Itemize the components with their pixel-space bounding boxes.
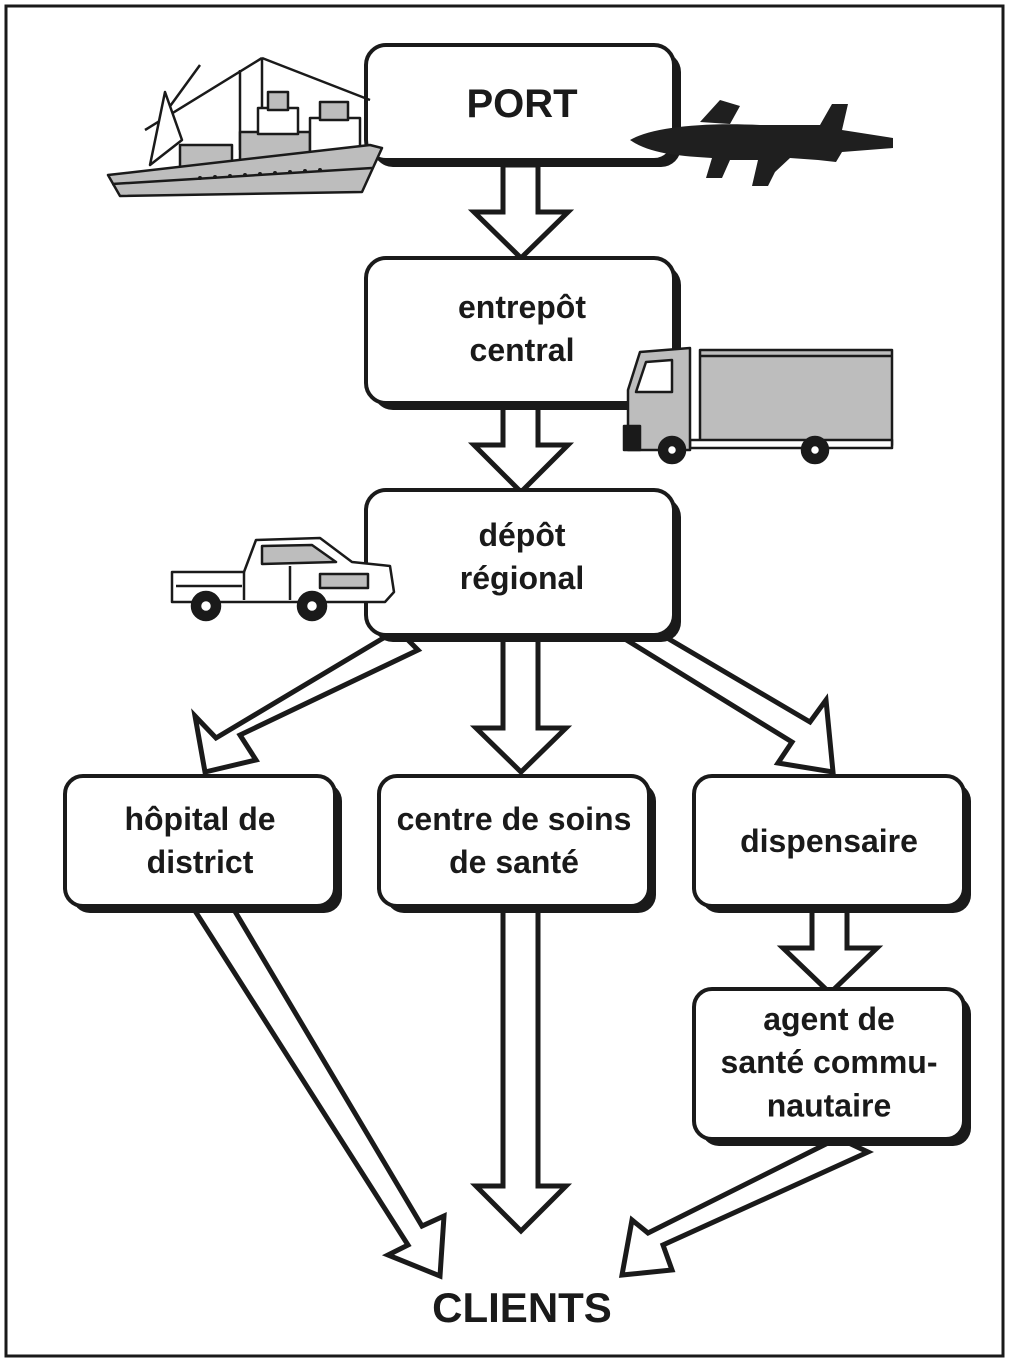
arrow-hospital-to-clients <box>185 900 447 1280</box>
node-label-regional-depot: dépôt régional <box>460 517 584 596</box>
node-label-clients: CLIENTS <box>432 1284 612 1331</box>
node-label-health-center-line: centre de soins <box>397 801 632 837</box>
arrows <box>185 162 884 1280</box>
node-label-community-health-worker-line: nautaire <box>767 1087 891 1123</box>
node-regional-depot: dépôt régional <box>364 488 681 642</box>
node-label-port-line: PORT <box>466 82 577 126</box>
arrow-health-center-to-clients <box>469 900 573 1235</box>
truck-icon <box>622 346 894 465</box>
arrow-agent-to-clients <box>618 1135 874 1278</box>
node-label-port: PORT <box>466 82 577 126</box>
node-label-community-health-worker-line: santé commu- <box>721 1044 938 1080</box>
node-label-clients-line: CLIENTS <box>432 1284 612 1331</box>
node-label-district-hospital: hôpital de district <box>124 801 275 880</box>
node-label-central-warehouse: entrepôt central <box>458 289 586 368</box>
node-label-community-health-worker: agent de santé commu-nautaire <box>721 1001 938 1123</box>
arrow-depot-to-hospital <box>191 626 423 776</box>
boxes: PORT entrepôt central dépôt régional hôpit… <box>63 43 971 1146</box>
node-health-center: centre de soins de santé <box>377 774 656 913</box>
node-port: PORT <box>364 43 681 167</box>
node-label-district-hospital-line: district <box>147 844 254 880</box>
airplane-icon <box>630 100 893 186</box>
node-label-district-hospital-line: hôpital de <box>124 801 275 837</box>
node-label-health-center: centre de soins de santé <box>397 801 632 880</box>
node-community-health-worker: agent de santé commu-nautaire <box>692 987 971 1146</box>
node-central-warehouse: entrepôt central <box>364 256 681 410</box>
ship-icon <box>106 56 384 198</box>
node-label-central-warehouse-line: central <box>470 332 575 368</box>
pickup-icon <box>170 536 396 622</box>
node-district-hospital: hôpital de district <box>63 774 342 913</box>
node-label-regional-depot-line: dépôt <box>478 517 565 553</box>
node-label-regional-depot-line: régional <box>460 560 584 596</box>
node-label-dispensary: dispensaire <box>740 823 918 859</box>
arrow-port-to-warehouse <box>467 162 575 262</box>
node-label-central-warehouse-line: entrepôt <box>458 289 586 325</box>
node-label-health-center-line: de santé <box>449 844 579 880</box>
node-label-community-health-worker-line: agent de <box>763 1001 895 1037</box>
arrow-depot-to-health-center <box>469 627 573 776</box>
node-dispensary: dispensaire <box>692 774 971 913</box>
node-label-dispensary-line: dispensaire <box>740 823 918 859</box>
